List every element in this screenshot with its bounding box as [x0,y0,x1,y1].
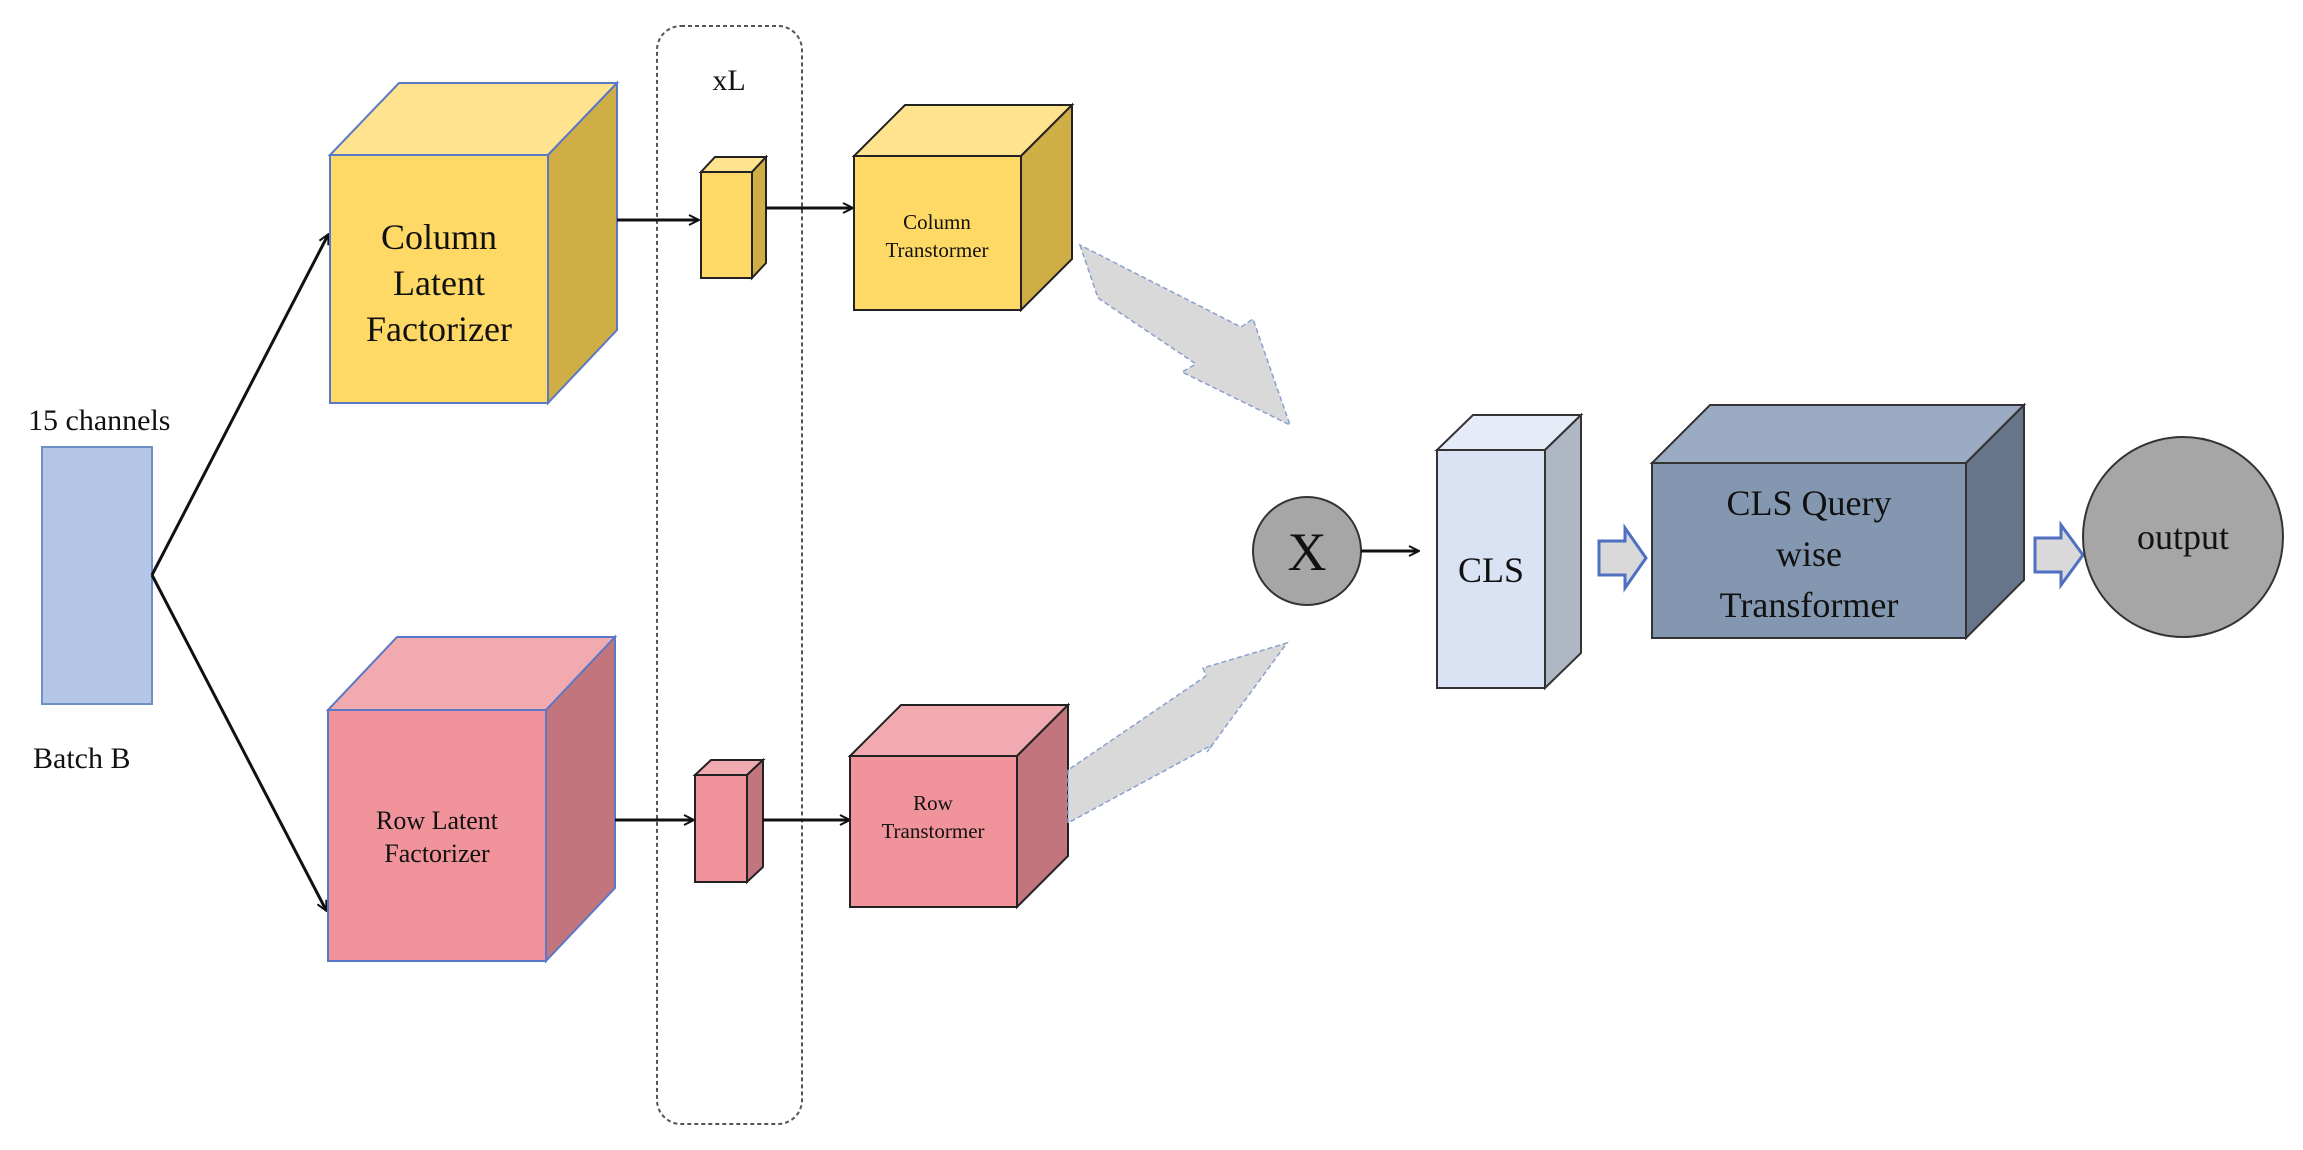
row-transformer: Row Transtormer [847,702,1071,910]
row-transformer-line-1: Row [913,791,954,815]
cls-block: CLS [1434,412,1584,691]
query-transformer-line-3: Transformer [1720,585,1899,625]
arrow-input-to-column [150,235,328,576]
flow-arrow-column-to-multiply [1078,243,1292,427]
arrow-input-to-row [150,574,326,910]
column-small-block [698,154,769,281]
output-label: output [2137,517,2229,557]
loop-label: xL [712,64,745,97]
output-circle [2082,436,2284,638]
column-transformer-line-2: Transtormer [885,238,988,262]
multiply-symbol: X [1288,522,1327,582]
row-latent-factorizer: Row Latent Factorizer [325,634,618,964]
row-factorizer-line-1: Row Latent [376,806,499,835]
batch-label: Batch B [33,742,131,775]
channels-label: 15 channels [28,404,170,437]
cls-query-wise-transformer: CLS Query wise Transformer [1649,402,2027,641]
flow-arrow-row-to-multiply [1067,641,1289,825]
block-arrow-query-to-output [2033,520,2085,590]
input-batch-block [41,446,153,705]
query-transformer-line-1: CLS Query [1727,483,1892,523]
block-arrow-cls-to-query [1597,523,1648,593]
row-transformer-line-2: Transtormer [881,819,984,843]
column-latent-factorizer: Column Latent Factorizer [327,80,620,406]
query-transformer-line-2: wise [1776,534,1842,574]
column-factorizer-line-2: Latent [393,263,485,303]
column-factorizer-line-1: Column [381,217,497,257]
row-small-block [692,757,766,885]
cls-label: CLS [1458,550,1524,590]
loop-container [656,25,803,1125]
column-factorizer-line-3: Factorizer [366,309,512,349]
row-factorizer-line-2: Factorizer [384,839,490,868]
column-transformer: Column Transtormer [851,102,1075,313]
column-transformer-line-1: Column [903,210,971,234]
